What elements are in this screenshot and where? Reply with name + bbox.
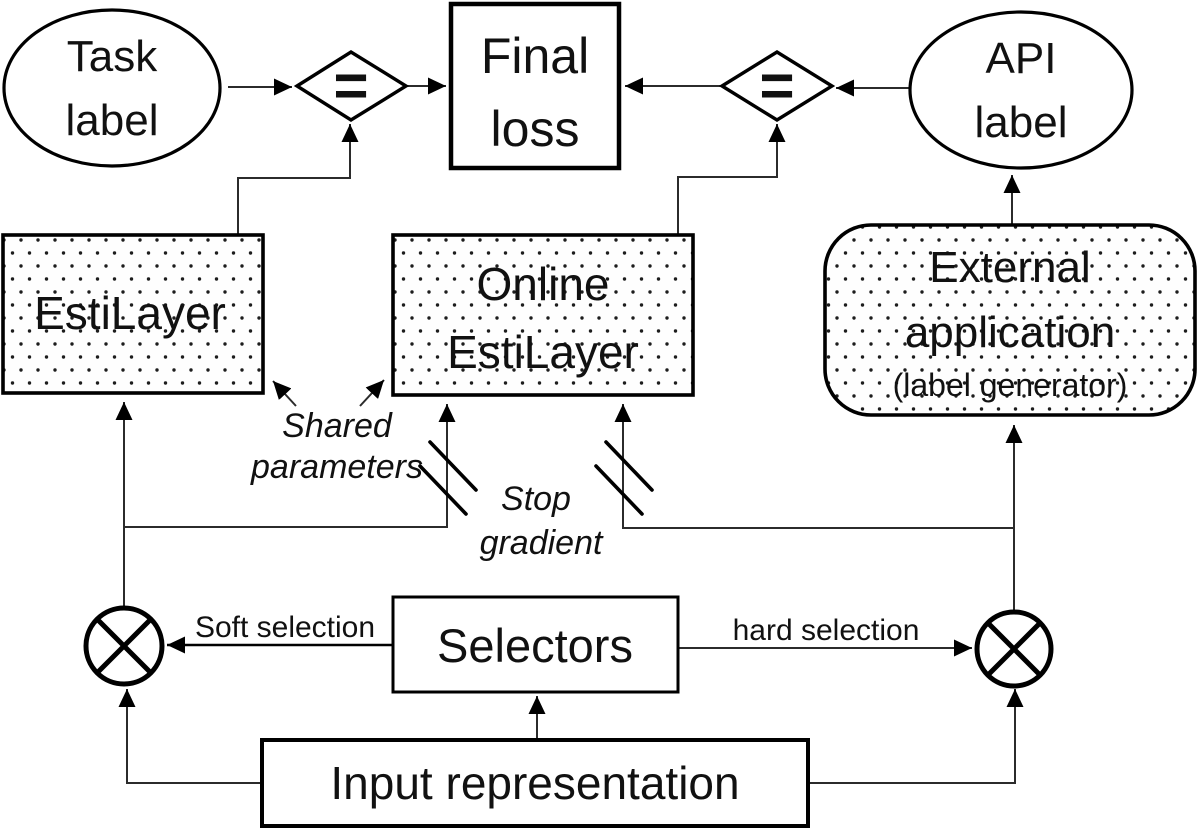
edge-shared-params-to-online-estilayer (359, 379, 385, 407)
shared-parameters-annotation: Shared parameters (250, 407, 423, 486)
stop-gradient-break-left (418, 440, 478, 516)
external-application-node: External application (label generator) (823, 223, 1197, 417)
stop-gradient-line2: gradient (480, 524, 604, 562)
input-representation-node: Input representation (260, 738, 810, 828)
shared-parameters-line2: parameters (250, 448, 423, 486)
right-multiply-node (974, 609, 1054, 689)
online-estilayer-line1: Online (477, 258, 610, 310)
shared-parameters-line1: Shared (282, 407, 393, 445)
stop-gradient-annotation: Stop gradient (480, 480, 604, 562)
api-label-line1: API (986, 34, 1057, 83)
stop-gradient-break-right (594, 440, 654, 516)
selectors-node: Selectors (391, 595, 680, 694)
final-loss-line2: loss (491, 101, 580, 157)
stop-gradient-line1: Stop (501, 480, 571, 518)
final-loss-node: Final loss (448, 1, 622, 171)
task-label-line2: label (66, 96, 159, 145)
final-loss-line1: Final (481, 28, 589, 84)
estilayer-node: EstiLayer (1, 233, 265, 395)
external-application-line3: (label generator) (893, 367, 1128, 403)
edge-estilayer-to-left-comparator (237, 124, 359, 234)
online-estilayer-line2: EstiLayer (447, 326, 639, 378)
api-label-node: API label (908, 10, 1134, 170)
soft-selection-label: Soft selection (195, 611, 375, 644)
estilayer-label: EstiLayer (34, 287, 226, 339)
external-application-line2: application (905, 308, 1115, 357)
edge-soft-branch-to-online-estilayer (124, 404, 456, 528)
selectors-label: Selectors (437, 619, 633, 672)
edge-input-to-left-multiply (118, 689, 262, 784)
equals-icon: = (333, 52, 368, 119)
external-application-line1: External (929, 243, 1090, 292)
multiply-icon (95, 617, 153, 675)
edge-input-to-right-multiply (808, 689, 1024, 784)
hard-selection-label: hard selection (733, 614, 920, 647)
edge-shared-params-to-estilayer (272, 380, 297, 407)
left-multiply-node (83, 605, 165, 687)
online-estilayer-node: Online EstiLayer (391, 233, 695, 397)
task-label-line1: Task (67, 32, 158, 81)
edge-hard-branch-to-online-estilayer (614, 404, 1014, 529)
multiply-icon (986, 621, 1042, 677)
api-label-line2: label (975, 98, 1068, 147)
equals-icon: = (759, 52, 794, 119)
left-equals-comparator: = (293, 49, 410, 123)
input-representation-label: Input representation (330, 757, 739, 809)
edge-online-estilayer-to-right-comparator (677, 124, 786, 234)
right-equals-comparator: = (718, 50, 836, 122)
task-label-node: Task label (2, 8, 222, 168)
